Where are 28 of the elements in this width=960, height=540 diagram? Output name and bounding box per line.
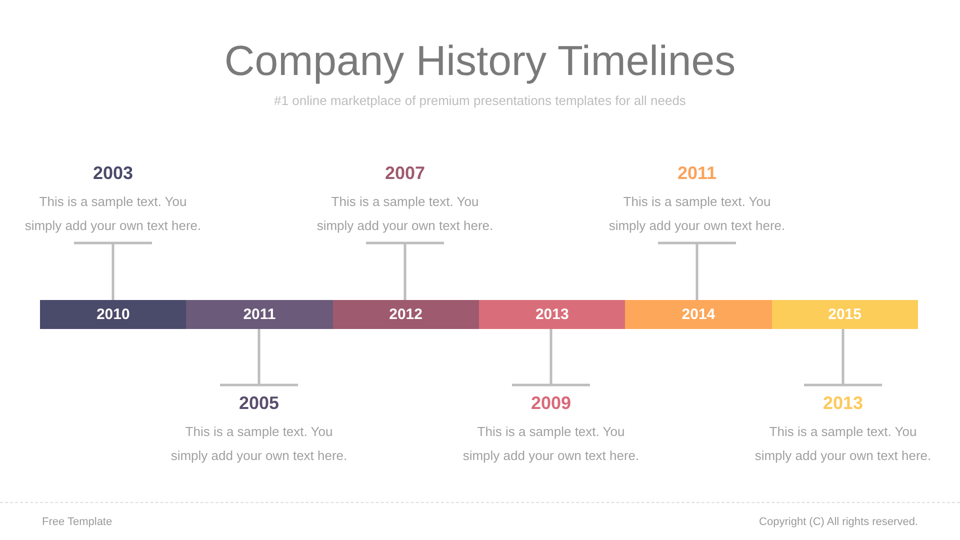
- slide-title: Company History Timelines: [224, 36, 736, 86]
- year-heading: 2003: [92, 162, 134, 185]
- leader-line: [510, 329, 592, 386]
- leader-line: [802, 329, 884, 386]
- leader-line: [656, 242, 738, 300]
- leader-line: [72, 242, 154, 300]
- description-text: This is a sample text. You simply add your own text here.: [608, 193, 786, 235]
- copyright-text: Copyright (C) All rights reserved.: [759, 515, 918, 530]
- timeline-segment: 2012: [332, 300, 479, 329]
- timeline-segment: 2011: [186, 300, 333, 329]
- leader-line: [218, 329, 300, 386]
- timeline-segment: 2014: [625, 300, 772, 329]
- timeline-segment: 2015: [772, 300, 918, 329]
- subtitle-text: #1 online marketplace of premium presentations templates for all needs: [274, 92, 686, 110]
- description-text: This is a sample text. You simply add your own text here.: [462, 423, 640, 465]
- year-heading: 2011: [677, 162, 717, 185]
- description-text: This is a sample text. You simply add your own text here.: [24, 193, 202, 235]
- description-text: This is a sample text. You simply add your own text here.: [754, 423, 932, 465]
- footer-text: Free Template: [42, 515, 112, 530]
- year-heading: 2013: [822, 392, 864, 415]
- year-heading: 2005: [238, 392, 280, 415]
- timeline-segment: 2010: [40, 300, 186, 329]
- description-text: This is a sample text. You simply add your own text here.: [170, 423, 348, 465]
- year-heading: 2007: [384, 162, 426, 185]
- description-text: This is a sample text. You simply add your own text here.: [316, 193, 494, 235]
- timeline-segment: 2013: [478, 300, 626, 329]
- year-heading: 2009: [530, 392, 572, 415]
- leader-line: [364, 242, 446, 300]
